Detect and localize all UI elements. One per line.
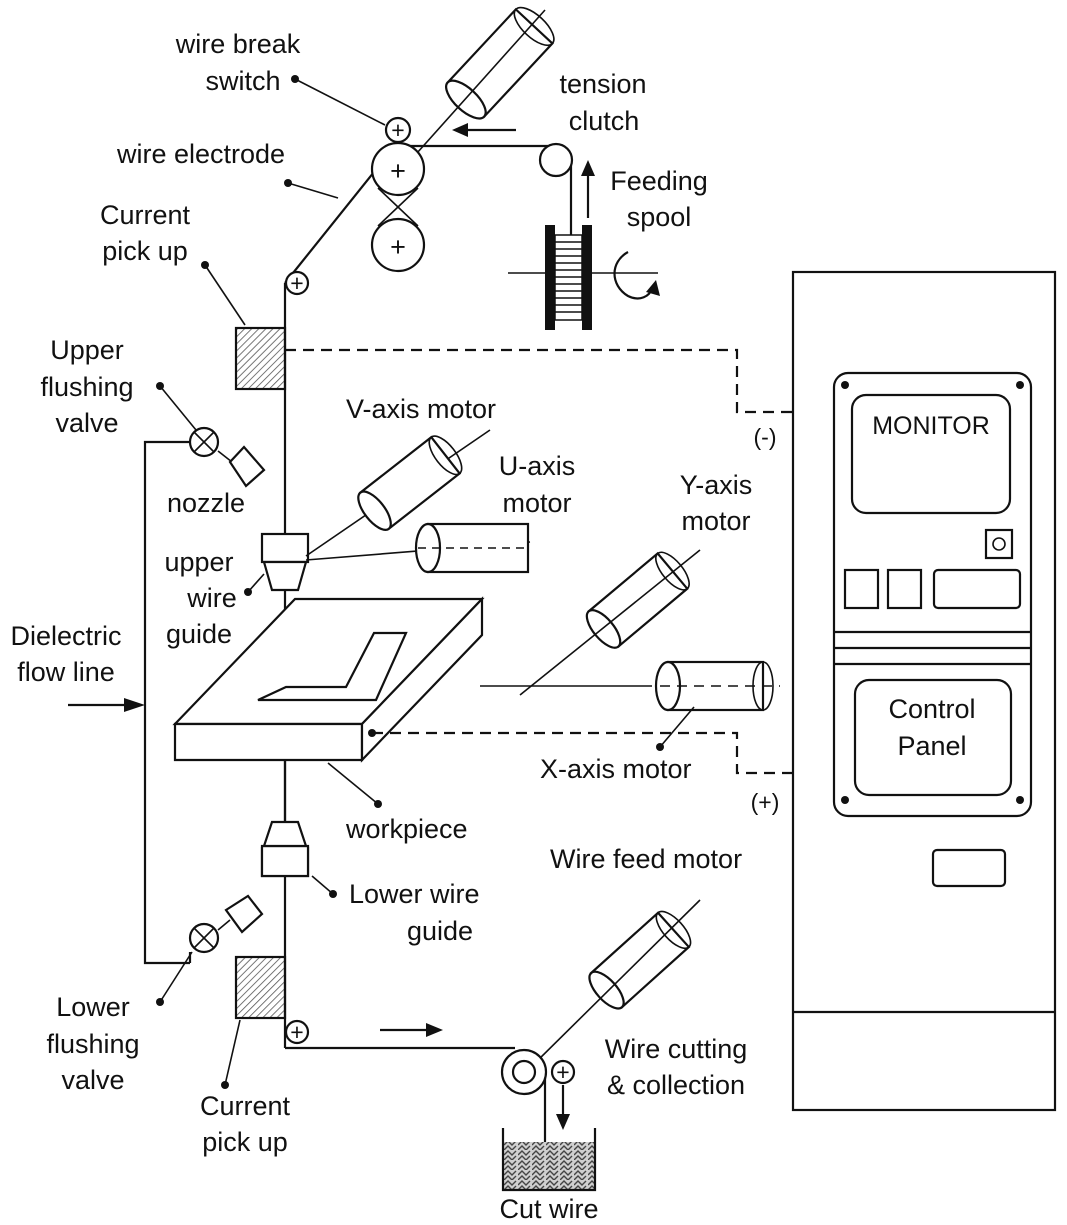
tension-clutch-label: tension [559,69,646,99]
current-pick-up-label: Current [100,200,191,230]
pinch-rollers: + + [370,141,426,273]
workpiece-contact-dot [368,729,376,737]
wire-cutting-label: & collection [607,1070,745,1100]
y-axis-motor-label: Y-axis [680,470,753,500]
lower-flushing-valve-label: flushing [46,1029,139,1059]
lower-wire-guide [260,820,310,878]
arrow-right-icon [124,698,145,712]
arrow-down-icon [556,1085,570,1130]
nozzle-label: nozzle [167,488,245,518]
negative-lead [285,348,795,414]
pickup-terminal-top: + [284,270,310,296]
plus-symbol: + [391,117,404,143]
lower-flushing-valve [188,919,231,963]
guide-pulley [538,142,574,178]
plus-symbol: + [390,232,406,262]
monitor-screen [850,393,1012,515]
y-axis-motor-label: motor [681,506,750,536]
upper-wire-guide [260,532,310,592]
x-axis-motor-label: X-axis motor [540,754,692,784]
u-axis-motor [414,522,530,574]
wire-cutting-label: Wire cutting [605,1034,748,1064]
upper-flushing-valve-label: Upper [50,335,124,365]
panel-key[interactable] [843,568,880,610]
feeding-spool [508,225,660,330]
current-pick-up-label: pick up [102,236,188,266]
current-pick-up-label: Current [200,1091,291,1121]
panel-key[interactable] [886,568,923,610]
plus-symbol: + [290,1019,303,1045]
wire-feed-motor [529,899,701,1069]
control-panel-label: Control [888,694,975,724]
pickup-terminal-bottom: + [284,1019,310,1045]
upper-wire-guide-label: guide [166,619,232,649]
wire-break-switch-label: switch [205,66,280,96]
control-panel-box[interactable] [853,678,1013,797]
current-pick-up-label: pick up [202,1127,288,1157]
lower-wire-guide-label: guide [407,916,473,946]
dielectric-flow-line-label: Dielectric [10,621,121,651]
upper-wire-guide-label: upper [164,547,233,577]
v-axis-motor-label: V-axis motor [346,394,496,424]
control-cabinet [791,270,1057,1112]
control-panel-label: Panel [897,731,966,761]
monitor-label: MONITOR [872,412,990,440]
x-axis-motor [480,660,780,712]
workpiece-label: workpiece [345,814,468,844]
lower-wire-guide-label: Lower wire [349,879,480,909]
u-axis-motor-label: U-axis [499,451,576,481]
current-pickup-bottom [234,955,287,1020]
upper-flushing-valve [188,426,233,463]
upper-wire-guide-label: wire [186,583,237,613]
v-axis-motor [357,435,463,531]
tension-clutch-label: clutch [569,106,640,136]
leader-lines [156,75,695,1089]
dielectric-flow-line-label: flow line [17,657,115,687]
tension-clutch-roller [399,6,555,173]
wire-cutting-rollers: + [500,1048,576,1096]
upper-nozzle [228,445,266,488]
upper-flushing-valve-label: flushing [40,372,133,402]
feeding-spool-label: Feeding [610,166,708,196]
wire-break-switch: + [384,116,412,144]
workpiece [172,596,485,763]
current-pickup-top [234,326,287,391]
upper-flushing-valve-label: valve [55,408,118,438]
plus-symbol: + [290,270,303,296]
positive-lead [372,731,795,775]
panel-display [932,568,1022,610]
arrow-left-icon [452,123,516,137]
arrow-up-icon [581,160,595,218]
y-axis-motor [519,549,701,696]
lower-flushing-valve-label: Lower [56,992,130,1022]
labels: wire break switch tension clutch wire el… [10,29,989,1224]
cabinet-handle[interactable] [931,848,1007,888]
lower-nozzle [224,894,264,934]
u-axis-motor-label: motor [502,488,571,518]
plus-symbol: + [390,156,406,186]
cut-wire-label: Cut wire [499,1194,598,1224]
wire-break-switch-label: wire break [175,29,301,59]
panel-button[interactable] [984,528,1014,560]
cut-wire-bin [501,1128,597,1192]
lower-flushing-valve-label: valve [61,1065,124,1095]
arrow-right-icon [380,1023,443,1037]
negative-terminal-label: (-) [754,424,777,450]
wire-feed-motor-label: Wire feed motor [550,844,742,874]
positive-terminal-label: (+) [751,789,780,815]
wire-electrode-label: wire electrode [116,139,285,169]
dielectric-flow-line [68,440,190,965]
plus-symbol: + [556,1059,569,1085]
feeding-spool-label: spool [627,202,692,232]
